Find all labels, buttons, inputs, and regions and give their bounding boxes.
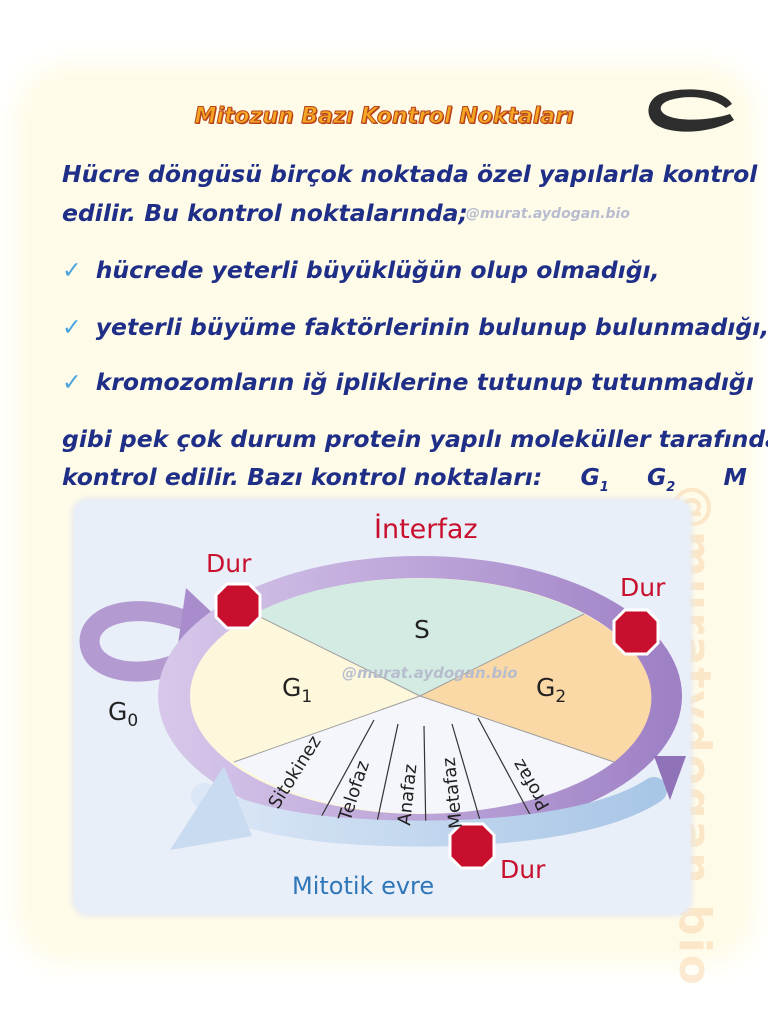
mitotic-arrowhead: [170, 766, 252, 850]
checkmark-icon: ✓: [62, 313, 82, 341]
stop-sign-icon: [612, 608, 660, 656]
check-text: yeterli büyüme faktörlerinin bulunup bul…: [95, 313, 768, 341]
g1-label: G1: [282, 673, 312, 707]
checkmark-icon: ✓: [62, 368, 82, 396]
mitotik-evre-label: Mitotik evre: [292, 872, 434, 900]
outro-text: kontrol edilir. Bazı kontrol noktaları:: [62, 463, 543, 491]
checkmark-icon: ✓: [62, 256, 82, 284]
g2-sector: [420, 614, 652, 762]
intro-line-2: edilir. Bu kontrol noktalarında;: [62, 199, 468, 227]
checkpoint-m: M: [723, 463, 747, 491]
intro-line-1: Hücre döngüsü birçok noktada özel yapıla…: [62, 160, 758, 188]
check-item: ✓ yeterli büyüme faktörlerinin bulunup bu…: [62, 313, 768, 341]
mitotic-divider-lines: [313, 717, 535, 839]
s-label: S: [414, 615, 430, 644]
dur-label-bottom: Dur: [500, 855, 546, 884]
outro-line-1: gibi pek çok durum protein yapılı molekü…: [62, 425, 768, 453]
dur-label-left: Dur: [206, 549, 252, 578]
stop-sign-icon: [448, 822, 496, 870]
g0-label: G0: [108, 697, 138, 731]
g2-label: G2: [536, 673, 566, 707]
stop-sign-icon: [214, 582, 262, 630]
handle-watermark: @murat.aydogan.bio: [466, 206, 630, 222]
page-title: Mitozun Bazı Kontrol Noktaları: [194, 104, 574, 130]
check-item: ✓ hücrede yeterli büyüklüğün olup olmadığ…: [62, 256, 660, 284]
checkpoint-g1: G1: [580, 463, 609, 495]
dur-label-right: Dur: [620, 573, 666, 602]
logo-icon: [648, 89, 734, 132]
check-text: kromozomların iğ ipliklerine tutunup tut…: [95, 368, 754, 396]
interfaz-arrowhead: [654, 756, 686, 800]
diagram-watermark: @murat.aydogan.bio: [342, 664, 518, 682]
interfaz-label: İnterfaz: [374, 513, 478, 545]
g0-loop-arrow: [79, 601, 216, 682]
cell-cycle-svg: İnterfaz Dur Dur Dur S G1 G2 G0 @murat.a…: [79, 513, 686, 900]
cell-cycle-diagram: İnterfaz Dur Dur Dur S G1 G2 G0 @murat.a…: [74, 500, 690, 914]
s-sector: [254, 578, 584, 696]
checkpoint-g2: G2: [646, 463, 676, 495]
check-item: ✓ kromozomların iğ ipliklerine tutunup tu…: [62, 368, 754, 396]
outro-line-2: kontrol edilir. Bazı kontrol noktaları: …: [62, 463, 747, 495]
check-text: hücrede yeterli büyüklüğün olup olmadığı…: [95, 256, 660, 284]
